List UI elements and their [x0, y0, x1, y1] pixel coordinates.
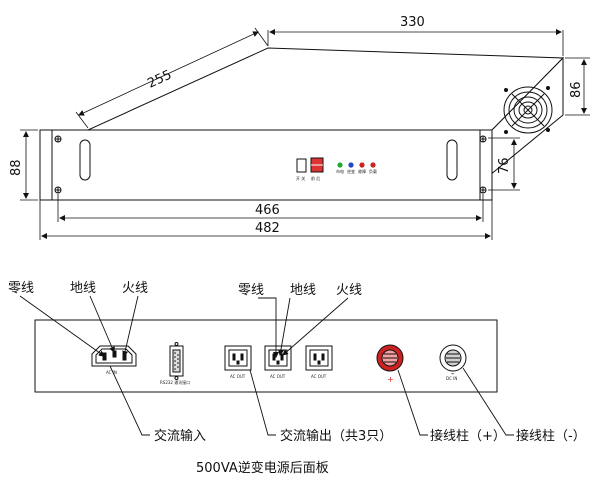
led-label: 逆变 [347, 168, 355, 174]
dimension-lines [20, 27, 590, 240]
switch-label: 前 后 [311, 175, 320, 181]
rear-panel [34, 319, 498, 393]
plus-sign-label: + [387, 375, 394, 384]
label-neutral-right: 零线 [238, 283, 264, 298]
ac-output-socket-icon [224, 345, 252, 371]
label-ground-right: 地线 [290, 283, 316, 298]
dimension-rack-width: 482 [255, 221, 280, 236]
switch-label: 开 关 [296, 175, 305, 181]
figure-caption: 500VA逆变电源后面板 [196, 460, 329, 476]
ac-out-label: AC OUT [311, 374, 327, 379]
led-red-icon [370, 162, 376, 168]
ac-out-label: AC OUT [270, 374, 286, 379]
negative-terminal-icon [439, 344, 467, 372]
label-live-right: 火线 [336, 283, 362, 298]
dc-in-label: DC IN [446, 376, 457, 381]
led-red-icon [359, 162, 365, 168]
led-label: 故障 [358, 168, 366, 174]
label-live-left: 火线 [122, 281, 148, 296]
label-terminal-positive: 接线柱（+） [430, 428, 506, 444]
dimension-depth-top: 330 [400, 15, 425, 30]
comm-port-label: RS232 通讯接口 [160, 379, 190, 385]
dimension-panel-width: 466 [255, 203, 280, 218]
label-terminal-negative: 接线柱（-） [516, 428, 586, 444]
ac-in-label: AC IN [106, 370, 117, 375]
fan-grille-icon [503, 86, 553, 134]
dimension-height-right: 86 [569, 81, 584, 98]
led-label: 市电 [336, 168, 344, 174]
led-blue-icon [348, 162, 354, 168]
db9-port-icon [169, 342, 184, 380]
positive-terminal-icon [376, 344, 404, 372]
dimension-height-left: 88 [9, 159, 24, 176]
leader-lines [19, 295, 514, 436]
dimension-depth-side: 255 [145, 68, 174, 92]
ac-output-socket-icon [305, 345, 333, 371]
minus-sign-label: - [451, 369, 454, 379]
ac-out-label: AC OUT [230, 374, 246, 379]
mount-hole-icon [54, 135, 487, 194]
label-ground-left: 地线 [70, 281, 96, 296]
label-ac-output: 交流输出（共3只） [280, 428, 392, 444]
dimension-fan-height: 76 [497, 157, 512, 174]
label-ac-input: 交流输入 [154, 428, 206, 444]
led-label: 负载 [369, 168, 377, 174]
led-green-icon [337, 162, 343, 168]
label-neutral-left: 零线 [8, 281, 34, 296]
status-leds [337, 162, 376, 168]
power-switch-icon [296, 158, 307, 173]
